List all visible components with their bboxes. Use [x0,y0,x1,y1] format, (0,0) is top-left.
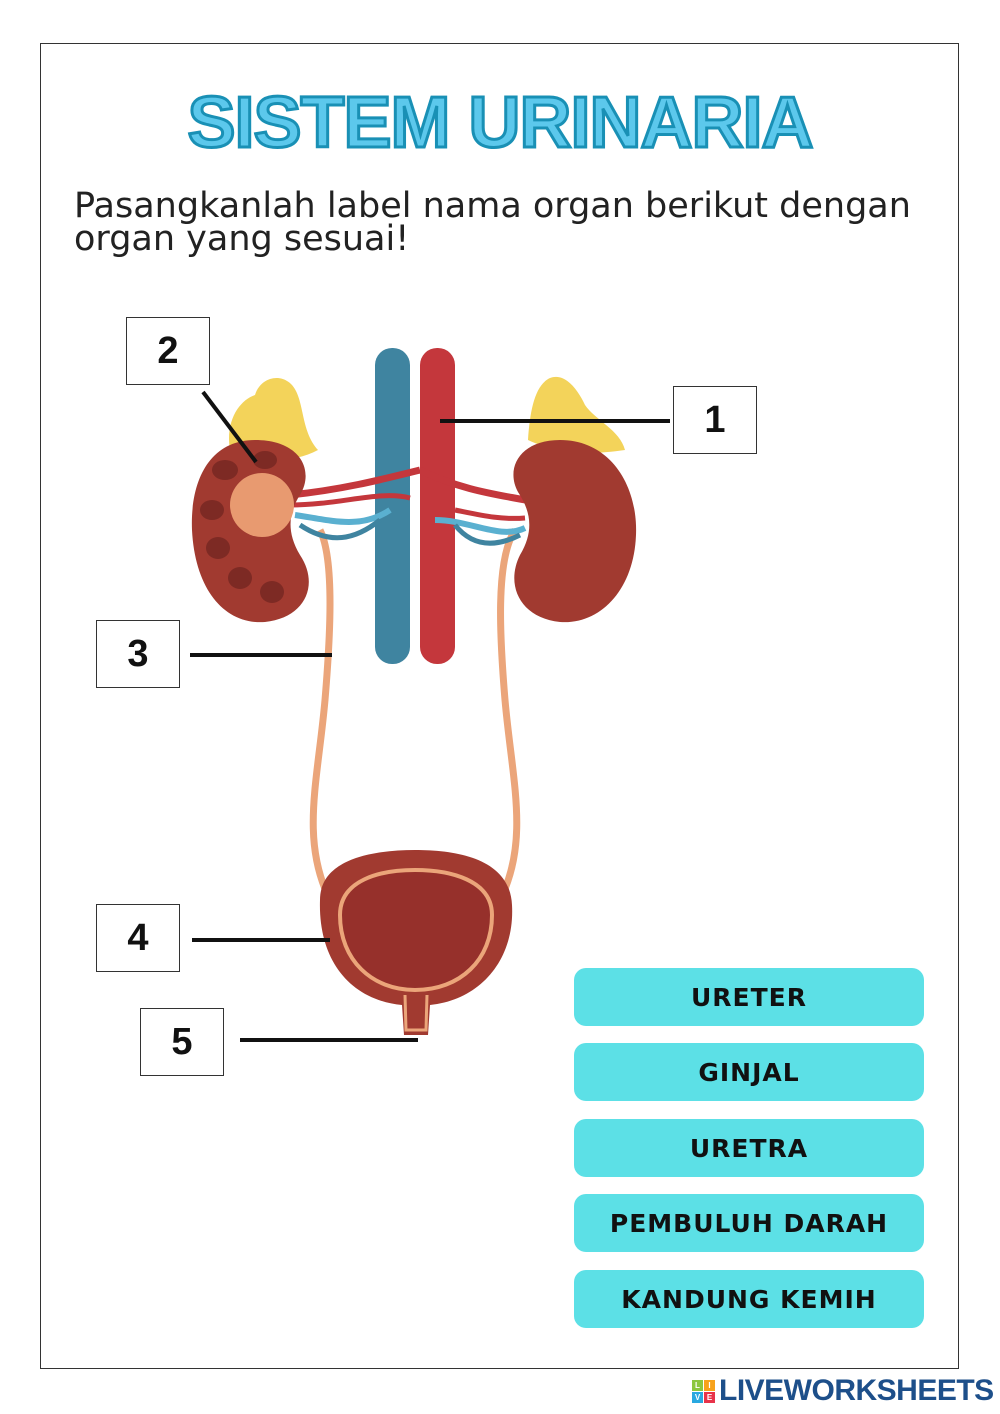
vena-cava [375,348,410,664]
label-uretra[interactable]: URETRA [574,1119,924,1177]
right-ureter [496,528,521,902]
liveworksheets-logo-icon: L I V E [692,1379,715,1403]
page-title: SISTEM URINARIA [186,82,815,165]
instruction-text: Pasangkanlah label nama organ berikut de… [74,186,911,259]
label-kandung-kemih[interactable]: KANDUNG KEMIH [574,1270,924,1328]
label-ureter[interactable]: URETER [574,968,924,1026]
left-adrenal [229,377,318,461]
worksheet-frame [40,43,959,1369]
aorta [420,348,455,664]
number-box-4[interactable]: 4 [96,904,180,972]
label-ginjal[interactable]: GINJAL [574,1043,924,1101]
number-box-3[interactable]: 3 [96,620,180,688]
right-kidney [513,440,637,623]
number-box-5[interactable]: 5 [140,1008,224,1076]
number-box-1[interactable]: 1 [673,386,757,454]
right-adrenal [528,376,625,453]
left-ureter [309,528,334,902]
brand-name: LIVEWORKSHEETS [719,1374,994,1407]
label-pembuluh-darah[interactable]: PEMBULUH DARAH [574,1194,924,1252]
liveworksheets-brand: L I V E LIVEWORKSHEETS [692,1374,994,1408]
number-box-2[interactable]: 2 [126,317,210,385]
